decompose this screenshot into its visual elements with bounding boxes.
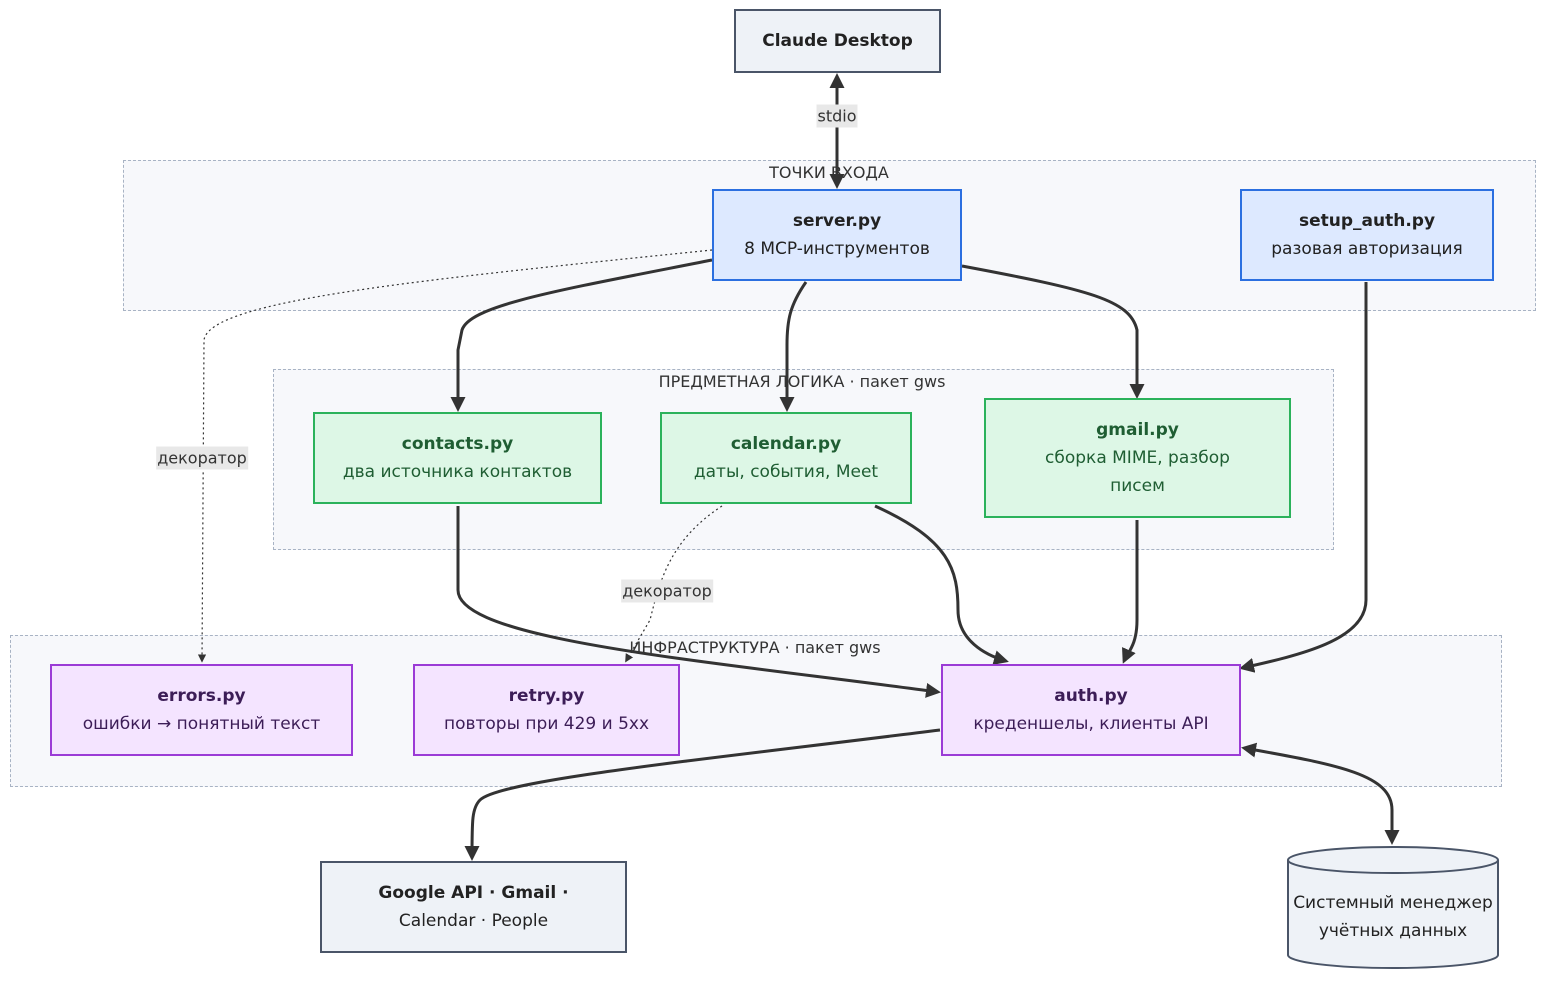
node-errors-sub: ошибки → понятный текст [82,714,321,734]
node-gmail-title: gmail.py [1096,420,1179,440]
node-claude-desktop: Claude Desktop [734,9,941,73]
group-label-entry: ТОЧКИ ВХОДА [769,163,889,182]
edge-setupauth-auth [1239,282,1368,673]
edge-server-contacts [450,258,713,412]
node-errors: errors.py ошибки → понятный текст [50,664,353,756]
node-errors-title: errors.py [157,686,246,706]
edge-contacts-auth [456,506,941,698]
node-setup-auth-sub: разовая авторизация [1271,239,1463,259]
edge-label-stdio: stdio [816,104,858,128]
node-google-api: Google API · Gmail · Calendar · People [320,861,627,953]
group-label-infra: ИНФРАСТРУКТУРА · пакет gws [629,638,881,657]
node-server-sub: 8 MCP-инструментов [744,239,930,259]
node-gmail: gmail.py сборка MIME, разбор писем [984,398,1291,518]
node-auth-title: auth.py [1054,686,1128,706]
edge-auth-google [464,728,941,861]
node-retry: retry.py повторы при 429 и 5xx [413,664,680,756]
node-auth-sub: креденшелы, клиенты API [973,714,1209,734]
node-contacts-sub: два источника контактов [342,462,573,482]
node-keyring-line1: Системный менеджер [1293,893,1493,913]
node-keyring-line2: учётных данных [1318,921,1468,941]
node-google-line1: Google API · Gmail · [378,883,569,903]
node-contacts: contacts.py два источника контактов [313,412,602,504]
edge-label-decorator-retry: декоратор [621,579,713,603]
keyring-cylinder [1287,846,1499,969]
node-setup-auth-title: setup_auth.py [1298,211,1436,231]
node-claude-title: Claude Desktop [762,31,913,51]
node-setup-auth: setup_auth.py разовая авторизация [1240,189,1494,281]
edge-server-calendar [779,281,808,412]
group-label-domain: ПРЕДМЕТНАЯ ЛОГИКА · пакет gws [658,372,946,391]
node-server: server.py 8 MCP-инструментов [712,189,962,281]
node-auth: auth.py креденшелы, клиенты API [941,664,1241,756]
node-server-title: server.py [792,211,882,231]
node-calendar: calendar.py даты, события, Meet [660,412,912,504]
edge-calendar-retry [625,505,723,663]
edge-label-decorator-errors: декоратор [156,446,248,470]
node-google-line2: Calendar · People [398,911,549,931]
node-calendar-sub: даты, события, Meet [693,462,879,482]
node-calendar-title: calendar.py [730,434,842,454]
node-retry-sub: повторы при 429 и 5xx [443,714,650,734]
node-keyring: Системный менеджер учётных данных [1288,889,1498,945]
node-gmail-sub2: писем [1110,476,1165,496]
node-contacts-title: contacts.py [401,434,514,454]
edge-gmail-auth [1122,520,1139,664]
edge-server-gmail [961,264,1145,399]
edge-calendar-auth [874,504,1009,665]
node-retry-title: retry.py [508,686,585,706]
edge-auth-keyring [1241,742,1400,845]
node-gmail-sub: сборка MIME, разбор [1045,448,1230,468]
